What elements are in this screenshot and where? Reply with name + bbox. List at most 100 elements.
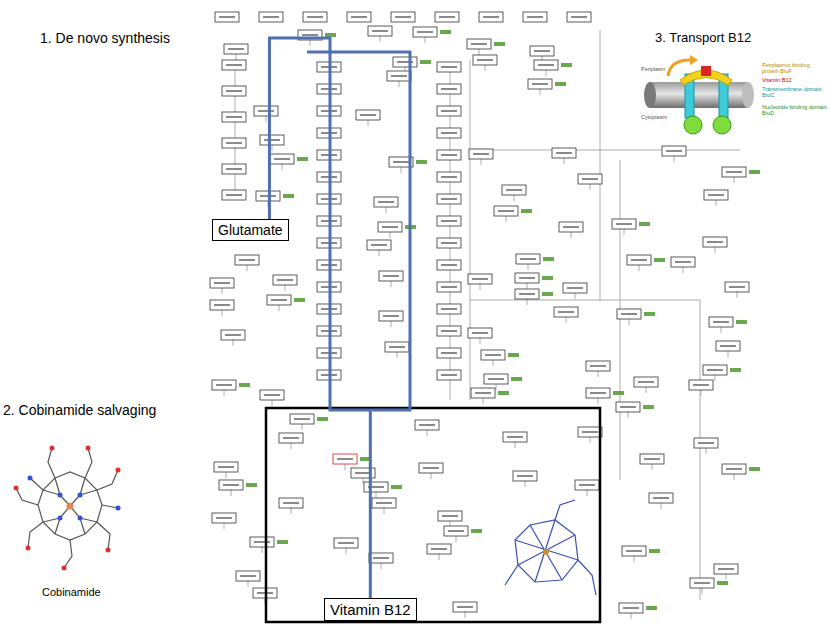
enzyme-mark: [226, 90, 242, 92]
section-heading: 2. Cobinamide salvaging: [3, 403, 156, 418]
enzyme-mark: [216, 384, 232, 386]
enzyme-box: [369, 553, 393, 563]
pathway-line: [346, 548, 347, 554]
enzyme-box: [534, 60, 558, 70]
enzyme-mark: [616, 223, 632, 225]
enzyme-box: [219, 480, 243, 490]
gene-mark: [542, 276, 553, 280]
enzyme-box: [703, 365, 727, 375]
enzyme-mark: [393, 161, 409, 163]
pathway-line: [528, 264, 529, 270]
enzyme-mark: [666, 150, 682, 152]
pathway-line: [399, 81, 400, 87]
enzyme-box: [212, 513, 236, 523]
pathway-line: [726, 574, 727, 580]
enzyme-mark: [423, 467, 439, 469]
gene-mark: [420, 60, 431, 64]
enzyme-mark: [223, 484, 239, 486]
gene-mark: [508, 353, 519, 357]
enzyme-mark: [431, 548, 447, 550]
section-heading: 3. Transport B12: [655, 31, 751, 45]
gene-mark: [294, 298, 305, 302]
enzyme-mark: [713, 321, 729, 323]
enzyme-mark: [442, 515, 458, 517]
enzyme-box: [437, 326, 461, 336]
enzyme-mark: [218, 466, 234, 468]
part-label: Cytoplasm: [641, 114, 667, 120]
pathway-line: [590, 437, 591, 443]
enzyme-box: [552, 148, 576, 158]
ring-bonds: [505, 500, 596, 595]
enzyme-mark: [441, 374, 457, 376]
pathway-line: [566, 317, 567, 323]
enzyme-box: [617, 309, 641, 319]
enzyme-box: [222, 86, 246, 96]
cobalt-atom: [543, 549, 549, 555]
pathway-line: [527, 299, 528, 305]
pathway-line: [634, 556, 635, 562]
pathway-line: [706, 448, 707, 454]
enzyme-mark: [638, 381, 654, 383]
gene-mark: [649, 549, 660, 553]
gene-mark: [543, 257, 554, 261]
enzyme-box: [567, 12, 591, 22]
enzyme-box: [471, 388, 495, 398]
pathway-line: [431, 473, 432, 479]
part-label: Periplasmic binding protein BtuF: [762, 62, 828, 74]
enzyme-box: [270, 154, 294, 164]
enzyme-box: [528, 79, 552, 89]
enzyme-mark: [371, 244, 387, 246]
gene-mark: [561, 63, 572, 67]
enzyme-box: [222, 164, 246, 174]
pathway-line: [226, 472, 227, 478]
pathway-line: [224, 390, 225, 396]
enzyme-box: [467, 39, 491, 49]
enzyme-box: [393, 57, 417, 67]
enzyme-box: [347, 12, 371, 22]
enzyme-box: [267, 295, 291, 305]
enzyme-mark: [274, 158, 290, 160]
pathway-line: [480, 338, 481, 344]
pathway-line: [376, 492, 377, 498]
pathway-line: [262, 547, 263, 553]
enzyme-box: [689, 380, 713, 390]
enzyme-mark: [226, 142, 242, 144]
pathway-line: [598, 371, 599, 377]
enzyme-mark: [579, 484, 595, 486]
pathway-line: [285, 285, 286, 291]
gene-mark: [613, 391, 624, 395]
enzyme-mark: [226, 64, 242, 66]
enzyme-mark: [214, 304, 230, 306]
enzyme-box: [437, 172, 461, 182]
enzyme-mark: [441, 330, 457, 332]
enzyme-mark: [520, 258, 536, 260]
salvage-region: [266, 408, 600, 622]
pathway-line: [381, 563, 382, 569]
enzyme-mark: [475, 392, 491, 394]
enzyme-box: [250, 537, 274, 547]
enzyme-mark: [228, 48, 244, 50]
part-label: Transmembrane domain BtuC: [762, 86, 828, 98]
pathway-line: [480, 284, 481, 290]
enzyme-mark: [382, 226, 398, 228]
enzyme-box: [212, 380, 236, 390]
pathway-line: [506, 216, 507, 222]
cobalamin-structure: [505, 500, 596, 595]
pathway-line: [439, 554, 440, 560]
enzyme-box: [210, 278, 234, 288]
metabolite-box: Glutamate: [212, 219, 289, 241]
enzyme-mark: [448, 530, 464, 532]
nitrogen-atom: [78, 516, 83, 521]
pathway-line: [527, 283, 528, 289]
enzyme-box: [704, 190, 728, 200]
enzyme-mark: [441, 154, 457, 156]
enzyme-box: [224, 44, 248, 54]
part-label: Nucleotide binding domain BtuD: [762, 104, 828, 116]
enzyme-box: [437, 62, 461, 72]
enzyme-box: [722, 167, 746, 177]
arrow-head: [690, 55, 698, 65]
enzyme-box: [627, 255, 651, 265]
enzyme-mark: [726, 468, 742, 470]
enzyme-mark: [214, 282, 230, 284]
